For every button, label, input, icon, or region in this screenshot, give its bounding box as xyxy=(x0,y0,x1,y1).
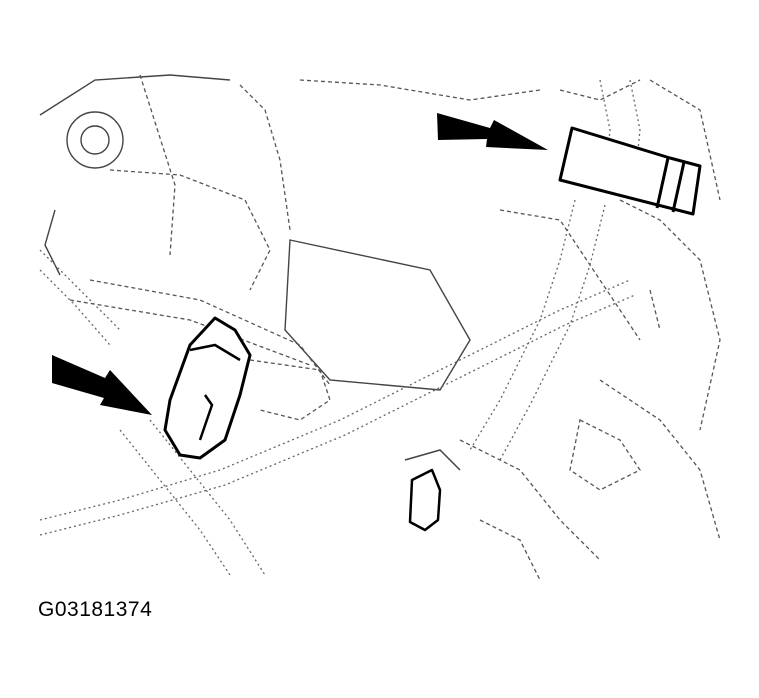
arrow-lower-left-icon xyxy=(52,355,152,415)
figure-code: G03181374 xyxy=(38,598,153,621)
upper-connector xyxy=(558,126,702,216)
wiring-harness xyxy=(39,79,641,576)
middle-sensor xyxy=(404,449,461,532)
engine-background-lines xyxy=(39,74,721,581)
arrow-upper-right-icon xyxy=(437,113,548,150)
illustration xyxy=(39,74,721,581)
lower-sensor xyxy=(163,316,252,460)
